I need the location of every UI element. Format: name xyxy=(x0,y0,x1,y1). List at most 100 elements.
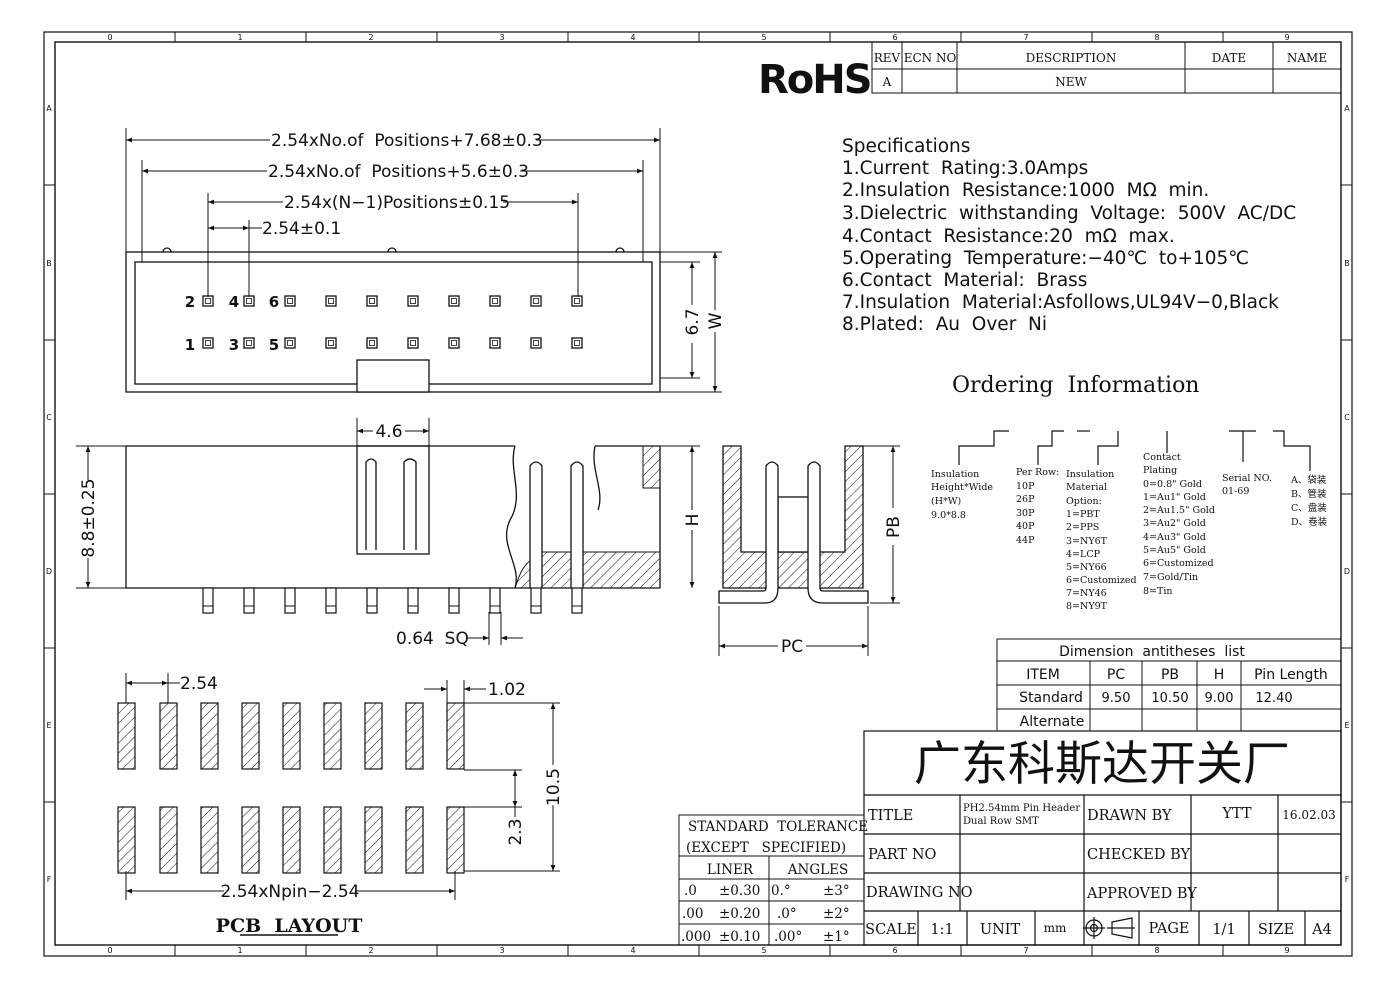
top-pin-core xyxy=(287,298,293,304)
ord-plating-line: 2=Au1.5" Gold xyxy=(1143,505,1215,516)
col-label: 2 xyxy=(368,33,373,42)
description-value: NEW xyxy=(1055,75,1087,89)
dim-height: 8.8±0.25 xyxy=(79,478,99,557)
top-pin xyxy=(448,295,460,307)
rev-value: A xyxy=(882,75,892,89)
ordering-title: Ordering Information xyxy=(952,373,1199,398)
col-label: 3 xyxy=(499,946,504,955)
top-pin xyxy=(366,295,378,307)
top-pin xyxy=(202,295,214,307)
pcb-pad xyxy=(241,806,260,874)
dim-list-cell: Alternate xyxy=(1020,714,1085,730)
dim-list-cell: 12.40 xyxy=(1255,691,1292,706)
pin-number: 3 xyxy=(229,336,239,354)
side-pin xyxy=(448,587,460,614)
row-label: C xyxy=(46,413,52,422)
ord-plating-line: 0=0.8" Gold xyxy=(1143,479,1202,490)
drawn-by-value: YTT xyxy=(1221,806,1252,822)
spec-line: 1.Current Rating:3.0Amps xyxy=(842,158,1088,179)
tolerance-cell: ±1° xyxy=(823,929,850,945)
spec-line: 5.Operating Temperature:−40℃ to+105℃ xyxy=(842,248,1249,269)
top-pin xyxy=(489,337,501,349)
pcb-pad xyxy=(446,702,465,770)
ord-plating-line: 7=Gold/Tin xyxy=(1143,572,1198,583)
pcb-pad xyxy=(159,806,178,874)
spec-line: 6.Contact Material: Brass xyxy=(842,270,1087,291)
title-value: Dual Row SMT xyxy=(963,816,1039,827)
pcb-pad xyxy=(282,806,301,874)
top-pin xyxy=(243,295,255,307)
name-header: NAME xyxy=(1287,51,1327,65)
ord-height-line: 9.0*8.8 xyxy=(931,510,966,521)
top-pin-core xyxy=(410,298,416,304)
top-pin-core xyxy=(574,298,580,304)
frame-row-labels: A B C D E F A B C D E F xyxy=(46,104,1350,884)
pcb-pad xyxy=(323,806,342,874)
ord-plating-line: 4=Au3" Gold xyxy=(1143,532,1206,543)
dim-pcb-pitch: 2.54 xyxy=(180,674,218,694)
pcb-pad xyxy=(446,806,465,874)
spec-line: 4.Contact Resistance:20 mΩ max. xyxy=(842,226,1175,247)
ord-material-line: 6=Customized xyxy=(1066,575,1137,586)
ord-material-line: Insulation xyxy=(1066,469,1114,480)
row-label: F xyxy=(47,875,52,884)
unit-value: mm xyxy=(1044,921,1067,935)
pcb-pad xyxy=(200,806,219,874)
tolerance-cell: .0° xyxy=(777,906,797,922)
top-pin xyxy=(202,337,214,349)
top-pin-core xyxy=(205,340,211,346)
dim-list-cell: Standard xyxy=(1019,690,1083,706)
date-header: DATE xyxy=(1212,51,1246,65)
date-value: 16.02.03 xyxy=(1282,808,1335,822)
side-pin xyxy=(325,587,337,614)
tolerance-cell: .0 xyxy=(684,883,697,899)
ord-material-line: Option: xyxy=(1066,496,1102,507)
dim-shroud-key: 4.6 xyxy=(375,422,402,442)
top-pin-core xyxy=(328,340,334,346)
ord-row-line: 10P xyxy=(1016,481,1035,492)
tolerance-title: STANDARD TOLERANCE xyxy=(688,819,868,835)
tolerance-cell: ±2° xyxy=(823,906,850,922)
top-pin-core xyxy=(287,340,293,346)
pcb-pad xyxy=(364,702,383,770)
scale-value: 1:1 xyxy=(930,922,953,938)
dim-list-title: Dimension antitheses list xyxy=(1059,644,1245,660)
revision-table: REV ECN NO DESCRIPTION DATE NAME A NEW xyxy=(871,41,1342,94)
ord-row-line: 44P xyxy=(1016,535,1035,546)
drawn-by-label: DRAWN BY xyxy=(1087,808,1172,824)
ord-plating-line: Plating xyxy=(1143,465,1177,476)
dimension-list-table: Dimension antitheses list ITEM PC PB H P… xyxy=(996,638,1342,732)
top-pin xyxy=(325,295,337,307)
tolerance-subtitle: (EXCEPT SPECIFIED) xyxy=(686,840,846,856)
tolerance-cell: ±0.30 xyxy=(719,883,760,899)
pcb-pad xyxy=(117,702,136,770)
scale-label: SCALE xyxy=(865,922,917,938)
ord-material-line: 7=NY46 xyxy=(1066,588,1107,599)
col-label: 7 xyxy=(1023,33,1028,42)
pcb-pad xyxy=(364,806,383,874)
col-label: 6 xyxy=(892,33,897,42)
pcb-pad xyxy=(282,702,301,770)
top-view: 2 4 6 1 3 5 xyxy=(125,128,726,393)
ord-plating-line: 3=Au2" Gold xyxy=(1143,518,1206,529)
dim-list-header: H xyxy=(1214,667,1225,683)
top-pin xyxy=(530,337,542,349)
ord-plating-line: 6=Customized xyxy=(1143,558,1214,569)
col-label: 0 xyxy=(107,33,112,42)
tolerance-angles-header: ANGLES xyxy=(787,862,848,878)
ord-material-line: 5=NY66 xyxy=(1066,562,1107,573)
tolerance-cell: .00 xyxy=(682,906,703,922)
top-pin xyxy=(407,295,419,307)
dim-overall-length: 2.54xNo.of Positions+7.68±0.3 xyxy=(271,131,543,151)
col-label: 9 xyxy=(1284,946,1289,955)
side-pin xyxy=(284,587,296,614)
tolerance-cell: ±0.10 xyxy=(719,929,760,945)
unit-label: UNIT xyxy=(980,922,1021,938)
frame-column-labels: 0 1 2 3 4 5 6 7 8 9 0 1 2 3 4 5 6 7 8 9 xyxy=(107,33,1289,955)
spec-line: 3.Dielectric withstanding Voltage: 500V … xyxy=(842,203,1296,224)
side-pin-array xyxy=(202,587,583,614)
pin-number: 5 xyxy=(269,336,279,354)
col-label: 1 xyxy=(237,33,242,42)
ord-package-line: B、管装 xyxy=(1291,488,1327,500)
side-pin xyxy=(489,587,501,614)
